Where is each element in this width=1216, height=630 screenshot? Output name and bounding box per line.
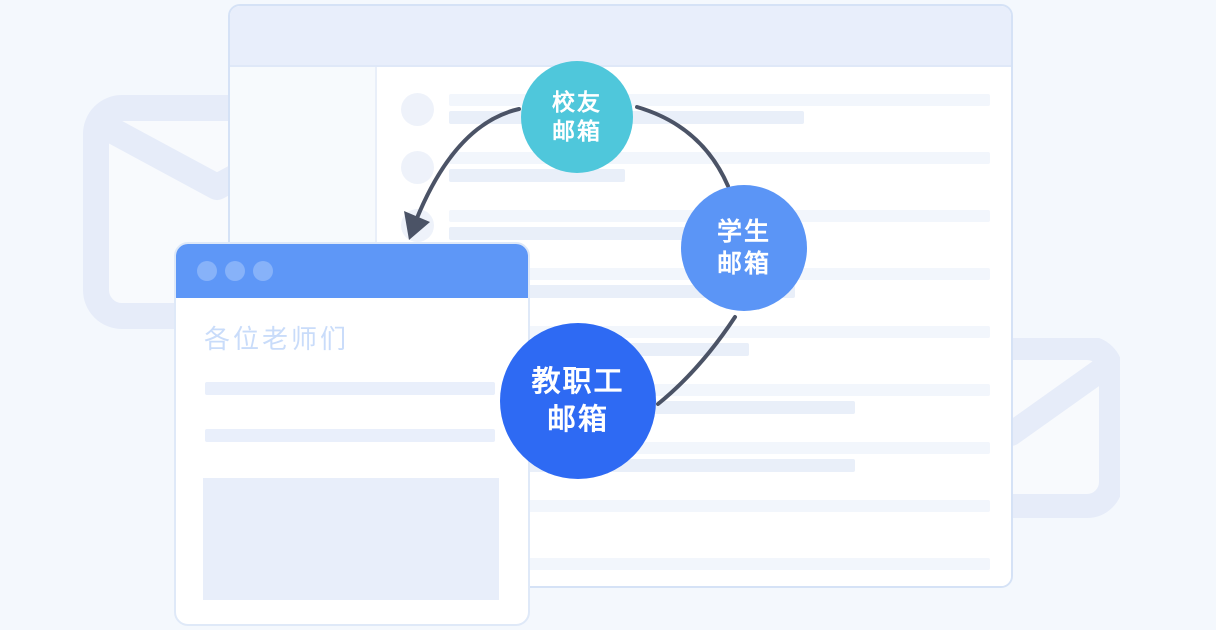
mail-app-titlebar (230, 6, 1011, 67)
badge-label-line: 邮箱 (546, 404, 609, 436)
text-placeholder-line (205, 382, 495, 395)
text-placeholder-line (205, 429, 495, 442)
content-placeholder-block (203, 478, 499, 600)
badge-label-line: 邮箱 (716, 250, 771, 278)
mail-list-row (377, 558, 1011, 586)
window-dot-icon (253, 261, 273, 281)
mail-list-row (377, 500, 1011, 558)
avatar (401, 93, 434, 126)
badge-staff-mail: 教职工 邮箱 (500, 323, 656, 479)
badge-alumni-mail: 校友 邮箱 (521, 61, 633, 173)
mail-list-row (377, 93, 1011, 152)
badge-label-line: 邮箱 (552, 118, 602, 144)
list-line (449, 152, 990, 164)
list-line (449, 326, 990, 338)
list-line (449, 169, 625, 182)
compose-window: 各位老师们 (174, 242, 530, 626)
list-line (449, 500, 990, 512)
mail-list-row (377, 151, 1011, 210)
badge-student-mail: 学生 邮箱 (681, 185, 807, 311)
compose-window-body: 各位老师们 (176, 298, 528, 624)
avatar (401, 151, 434, 184)
badge-label-line: 学生 (716, 218, 771, 246)
avatar (401, 209, 434, 242)
badge-label-line: 教职工 (531, 366, 625, 398)
list-line (449, 558, 990, 570)
compose-greeting-text: 各位老师们 (204, 324, 350, 354)
compose-window-titlebar (176, 244, 528, 298)
list-line (449, 227, 709, 240)
window-dot-icon (197, 261, 217, 281)
badge-label-line: 校友 (552, 89, 602, 115)
window-dot-icon (225, 261, 245, 281)
